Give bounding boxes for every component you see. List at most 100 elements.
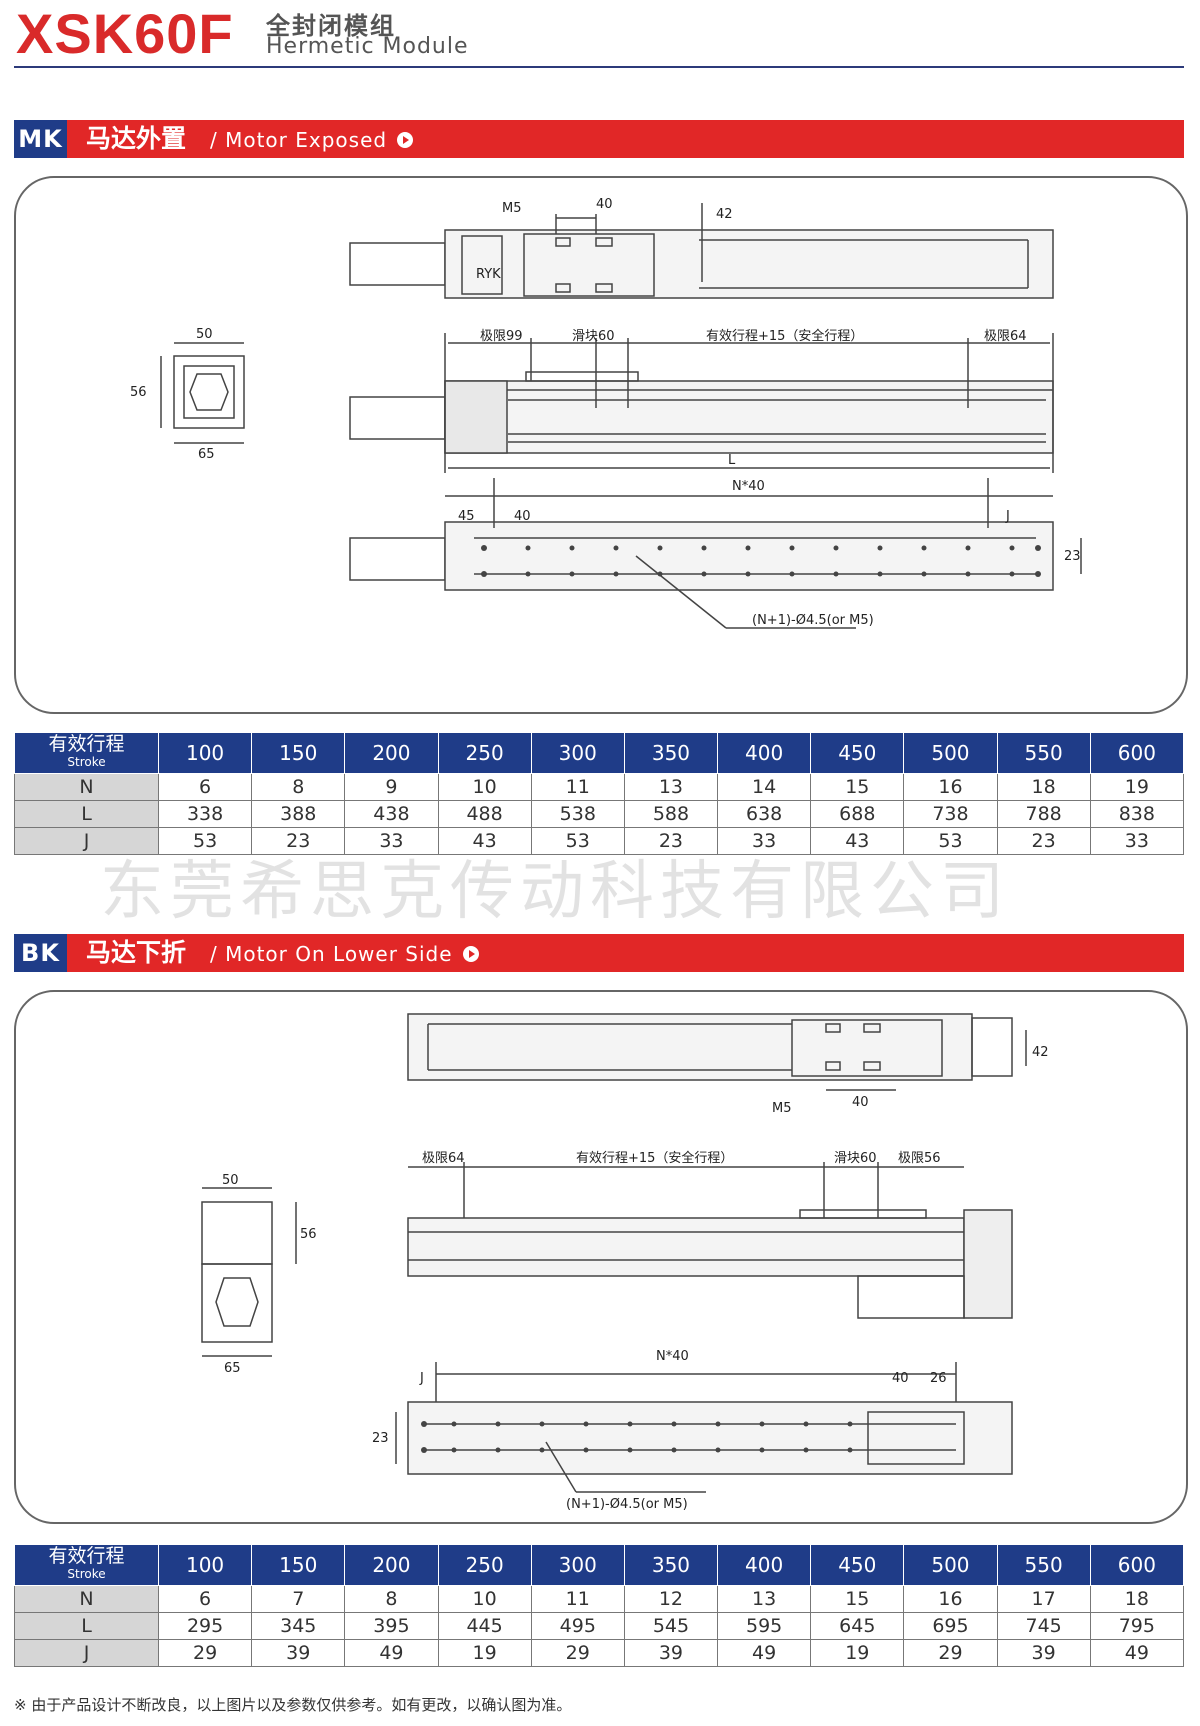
- table-cell: 638: [717, 800, 812, 828]
- stroke-value: 200: [344, 732, 439, 774]
- spec-table-bk: 有效行程 Stroke 100 150 200 250 300 350 400 …: [14, 1544, 1185, 1667]
- section-title-en: / Motor Exposed: [210, 120, 414, 160]
- table-cell: 16: [903, 1585, 998, 1613]
- stroke-value: 550: [996, 732, 1091, 774]
- table-cell: 595: [717, 1612, 812, 1640]
- stroke-header: 有效行程 Stroke: [14, 732, 159, 774]
- company-watermark: 东莞希思克传动科技有限公司: [100, 855, 1010, 929]
- table-row: L 338 388 438 488 538 588 638 688 738 78…: [14, 800, 1185, 828]
- label-65: 65: [224, 1361, 241, 1376]
- row-label: L: [14, 1612, 159, 1640]
- table-cell: 488: [437, 800, 532, 828]
- table-cell: 738: [903, 800, 998, 828]
- table-cell: 15: [810, 773, 905, 801]
- label-limit-right: 极限56: [898, 1151, 941, 1166]
- table-cell: 53: [530, 827, 625, 855]
- slider-side: [525, 371, 639, 382]
- stroke-value: 500: [903, 732, 998, 774]
- table-cell: 7: [251, 1585, 346, 1613]
- table-cell: 8: [251, 773, 346, 801]
- table-cell: 838: [1089, 800, 1185, 828]
- drawing-frame-bk: M5 40 42 极限64 有效行程+15（安全行程） 滑块60 极限56 50…: [14, 990, 1188, 1524]
- label-40: 40: [852, 1095, 869, 1110]
- row-label: N: [14, 773, 159, 801]
- row-label: J: [14, 1639, 159, 1667]
- table-cell: 43: [810, 827, 905, 855]
- end-view-motor: [201, 1263, 273, 1343]
- label-50: 50: [196, 327, 213, 342]
- table-cell: 338: [157, 800, 253, 828]
- label-50: 50: [222, 1173, 239, 1188]
- table-cell: 53: [157, 827, 253, 855]
- motor-body-side: [349, 396, 446, 440]
- table-cell: 6: [157, 773, 253, 801]
- section-code: BK: [14, 934, 67, 972]
- table-cell: 17: [996, 1585, 1091, 1613]
- disclaimer-footnote: ※ 由于产品设计不断改良，以上图片以及参数仅供参考。如有更改，以确认图为准。: [14, 1696, 572, 1714]
- label-40b: 40: [514, 509, 531, 524]
- spec-table-mk: 有效行程 Stroke 100 150 200 250 300 350 400 …: [14, 732, 1185, 855]
- table-cell: 49: [717, 1639, 812, 1667]
- end-view-profile: [173, 355, 245, 429]
- motor-body-bottom: [349, 537, 446, 581]
- table-cell: 49: [344, 1639, 439, 1667]
- motor-body-top: [349, 242, 446, 286]
- section-title-cn: 马达外置: [86, 124, 187, 153]
- table-cell: 19: [810, 1639, 905, 1667]
- label-23: 23: [372, 1431, 389, 1446]
- table-header-row: 有效行程 Stroke 100 150 200 250 300 350 400 …: [14, 732, 1185, 774]
- table-cell: 23: [623, 827, 719, 855]
- label-56: 56: [130, 385, 147, 400]
- label-56: 56: [300, 1227, 317, 1242]
- slider-side: [799, 1209, 927, 1219]
- table-cell: 39: [996, 1639, 1091, 1667]
- table-cell: 23: [996, 827, 1091, 855]
- table-row: J 29 39 49 19 29 39 49 19 29 39 49: [14, 1639, 1185, 1667]
- technical-drawing-bk: M5 40 42 极限64 有效行程+15（安全行程） 滑块60 极限56 50…: [201, 1013, 1049, 1512]
- table-cell: 49: [1089, 1639, 1185, 1667]
- table-cell: 11: [530, 773, 625, 801]
- header-divider: [14, 66, 1184, 68]
- table-cell: 688: [810, 800, 905, 828]
- table-cell: 18: [1089, 1585, 1185, 1613]
- table-cell: 10: [437, 1585, 532, 1613]
- table-cell: 29: [530, 1639, 625, 1667]
- stroke-value: 250: [437, 732, 532, 774]
- stroke-value: 450: [810, 1544, 905, 1586]
- table-cell: 23: [251, 827, 346, 855]
- label-40b: 40: [892, 1371, 909, 1386]
- motor-block-top: [971, 1017, 1013, 1077]
- table-row: N 6 8 9 10 11 13 14 15 16 18 19: [14, 773, 1185, 801]
- table-cell: 33: [717, 827, 812, 855]
- table-header-row: 有效行程 Stroke 100 150 200 250 300 350 400 …: [14, 1544, 1185, 1586]
- table-cell: 788: [996, 800, 1091, 828]
- table-cell: 495: [530, 1612, 625, 1640]
- label-40: 40: [596, 197, 613, 212]
- row-label: J: [14, 827, 159, 855]
- stroke-value: 550: [996, 1544, 1091, 1586]
- label-m5: M5: [502, 201, 522, 216]
- slider-top: [791, 1019, 943, 1077]
- table-cell: 33: [1089, 827, 1185, 855]
- label-pitch: N*40: [732, 479, 765, 494]
- table-cell: 588: [623, 800, 719, 828]
- table-cell: 9: [344, 773, 439, 801]
- table-cell: 345: [251, 1612, 346, 1640]
- table-cell: 53: [903, 827, 998, 855]
- stroke-value: 100: [157, 1544, 253, 1586]
- label-j: J: [1005, 509, 1010, 524]
- table-cell: 15: [810, 1585, 905, 1613]
- label-holes: (N+1)-Ø4.5(or M5): [752, 613, 874, 628]
- slider-top: [523, 233, 655, 297]
- stroke-value: 250: [437, 1544, 532, 1586]
- label-length: L: [728, 453, 736, 468]
- table-cell: 29: [157, 1639, 253, 1667]
- section-title-en: / Motor On Lower Side: [210, 934, 479, 974]
- table-cell: 645: [810, 1612, 905, 1640]
- section-title-cn: 马达下折: [86, 938, 187, 967]
- label-26: 26: [930, 1371, 947, 1386]
- stroke-value: 350: [623, 732, 719, 774]
- label-42: 42: [1032, 1045, 1049, 1060]
- section-header-mk: MK 马达外置 / Motor Exposed: [14, 120, 1184, 158]
- end-view-profile-top: [201, 1201, 273, 1265]
